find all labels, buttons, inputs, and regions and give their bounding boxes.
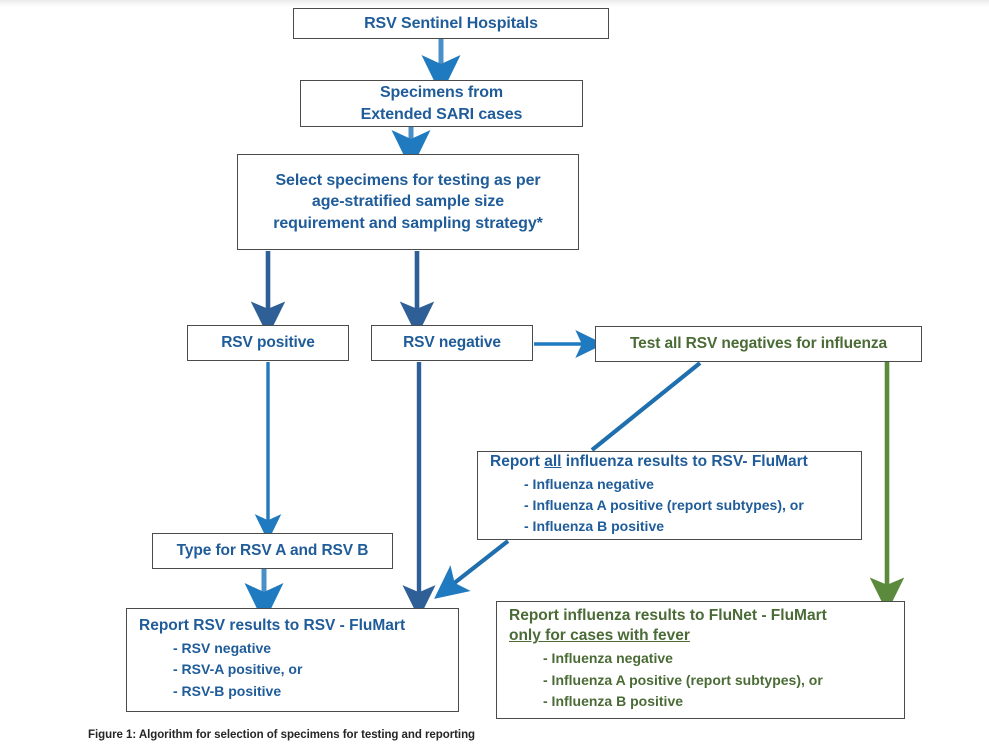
node-test-all-rsv-negatives-for-influenza[interactable]: Test all RSV negatives for influenza [595, 326, 922, 362]
page-top-band [0, 0, 989, 7]
list-item: - RSV-A positive, or [173, 661, 303, 678]
list-item: - Influenza negative [524, 475, 654, 492]
node-title: Specimens from Extended SARI cases [360, 84, 523, 123]
node-title: RSV Sentinel Hospitals [364, 14, 538, 32]
list-item: - Influenza A positive (report subtypes)… [524, 496, 804, 513]
list-item: - RSV negative [173, 640, 272, 657]
node-report-all-influenza-results-to-rsv-flumart[interactable]: Report all influenza results to RSV- Flu… [477, 451, 862, 540]
list-item: - Influenza B positive [524, 518, 665, 535]
node-title: Test all RSV negatives for influenza [629, 334, 888, 352]
list-item: - Influenza negative [543, 650, 673, 667]
node-type-for-rsv-a-and-rsv-b[interactable]: Type for RSV A and RSV B [152, 533, 393, 569]
node-title: Type for RSV A and RSV B [176, 541, 369, 559]
node-title: Report influenza results to FluNet - Flu… [509, 606, 894, 646]
list-item: - RSV-B positive [173, 682, 282, 699]
header-suffix: influenza results to RSV- FluMart [561, 452, 808, 470]
header-underlined-word: all [544, 452, 562, 470]
figure-caption: Figure 1: Algorithm for selection of spe… [88, 729, 476, 741]
list-item: - Influenza A positive (report subtypes)… [543, 671, 823, 688]
node-report-influenza-results-to-flunet-flumart[interactable]: Report influenza results to FluNet - Flu… [496, 601, 905, 719]
bullet-list: - Influenza negative - Influenza A posit… [509, 648, 823, 712]
node-title: RSV positive [221, 333, 315, 351]
node-report-rsv-results-to-rsv-flumart[interactable]: Report RSV results to RSV - FluMart - RS… [126, 608, 459, 712]
node-select-specimens-for-testing[interactable]: Select specimens for testing as per age-… [237, 154, 579, 250]
header-prefix: Report [490, 452, 545, 470]
list-item: - Influenza B positive [543, 692, 684, 709]
node-title: RSV negative [403, 333, 501, 351]
edge-report-all-flu-to-report-rsv [434, 539, 510, 599]
header-line-1: Report influenza results to FluNet - Flu… [509, 606, 827, 624]
bullet-list: - Influenza negative - Influenza A posit… [490, 474, 804, 538]
bullet-list: - RSV negative - RSV-A positive, or - RS… [139, 638, 302, 702]
node-title: Report all influenza results to RSV- Flu… [490, 452, 851, 472]
node-rsv-sentinel-hospitals[interactable]: RSV Sentinel Hospitals [293, 8, 609, 39]
node-title: Select specimens for testing as per age-… [273, 172, 543, 232]
header-line-2-underlined: only for cases with fever [509, 627, 690, 645]
node-rsv-negative[interactable]: RSV negative [371, 325, 533, 361]
node-rsv-positive[interactable]: RSV positive [187, 325, 349, 361]
node-specimens-from-extended-sari-cases[interactable]: Specimens from Extended SARI cases [300, 80, 583, 127]
edge-test-influenza-to-report-all-flu [590, 361, 702, 452]
node-title: Report RSV results to RSV - FluMart [139, 617, 406, 635]
